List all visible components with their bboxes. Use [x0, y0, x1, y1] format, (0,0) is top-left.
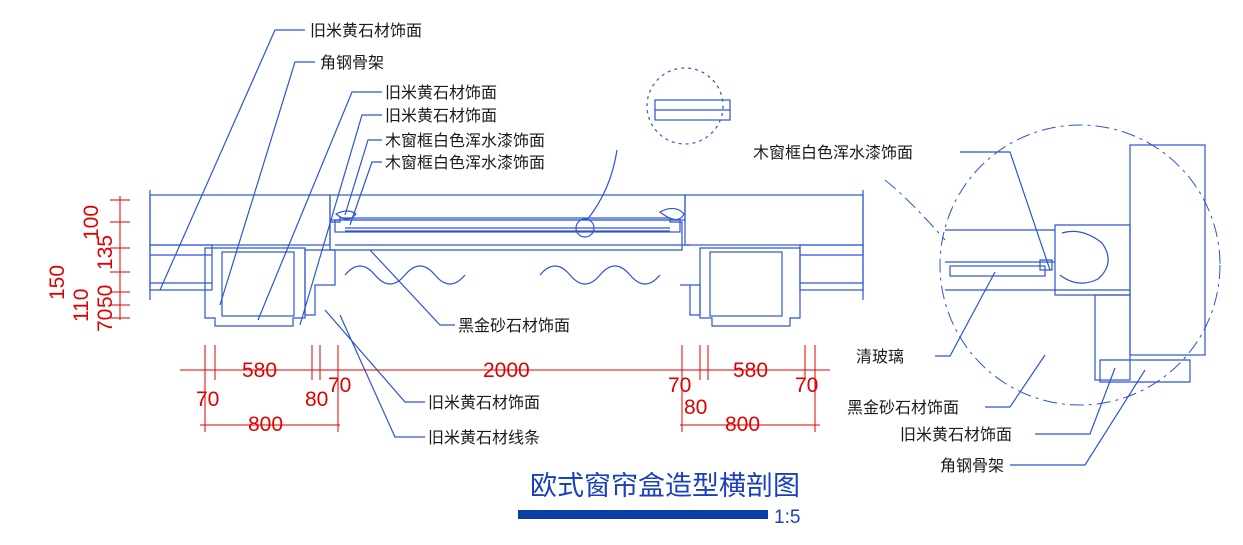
- label-old-beige-stone-3: 旧米黄石材饰面: [385, 106, 497, 125]
- dim-h-left-70b: 70: [328, 374, 351, 397]
- label-wood-frame-paint-1: 木窗框白色浑水漆饰面: [385, 131, 545, 150]
- dim-h-right-800: 800: [725, 413, 760, 436]
- label-wood-frame-paint-3: 木窗框白色浑水漆饰面: [753, 143, 913, 162]
- dim-v-110: 110: [70, 289, 93, 322]
- dim-h-right-70b: 70: [795, 374, 818, 397]
- dim-v-50: 50: [94, 285, 117, 308]
- title-underline: [518, 510, 768, 519]
- dim-h-right-70a: 70: [668, 374, 691, 397]
- label-angle-steel-frame-1: 角钢骨架: [320, 53, 384, 72]
- dim-h-left-580: 580: [242, 359, 277, 382]
- label-angle-steel-frame-2: 角钢骨架: [940, 456, 1004, 475]
- right-wall-section: [680, 190, 864, 327]
- label-old-beige-stone-4: 旧米黄石材饰面: [428, 393, 540, 412]
- dim-h-left-70a: 70: [196, 388, 219, 411]
- label-clear-glass: 清玻璃: [856, 347, 904, 366]
- label-old-beige-stone-1: 旧米黄石材饰面: [310, 21, 422, 40]
- dim-h-right-80: 80: [684, 396, 707, 419]
- drawing-scale: 1:5: [774, 507, 800, 528]
- label-old-beige-stone-5: 旧米黄石材饰面: [900, 425, 1012, 444]
- drawing-title: 欧式窗帘盒造型横剖图: [530, 471, 800, 502]
- window-frame: [329, 194, 690, 285]
- detail-callout-large: [884, 124, 1221, 406]
- dim-h-left-80: 80: [305, 388, 328, 411]
- detail-callout-small: [586, 67, 731, 221]
- dim-v-100: 100: [80, 205, 103, 240]
- label-black-gold-granite-2: 黑金砂石材饰面: [847, 398, 959, 417]
- leader-lines: [159, 29, 1146, 466]
- vertical-dimensions: [110, 196, 130, 320]
- dim-h-right-580: 580: [733, 359, 768, 382]
- left-wall-section: [149, 190, 683, 327]
- dim-v-135: 135: [94, 235, 117, 270]
- dim-h-left-800: 800: [248, 413, 283, 436]
- label-old-beige-molding: 旧米黄石材线条: [428, 428, 540, 447]
- dim-h-center-2000: 2000: [483, 359, 530, 382]
- label-old-beige-stone-2: 旧米黄石材饰面: [385, 83, 497, 102]
- label-black-gold-granite-1: 黑金砂石材饰面: [458, 316, 570, 335]
- dim-v-150: 150: [46, 265, 69, 300]
- horizontal-dimensions: [180, 345, 830, 432]
- dim-v-70: 70: [94, 309, 117, 332]
- label-wood-frame-paint-2: 木窗框白色浑水漆饰面: [385, 153, 545, 172]
